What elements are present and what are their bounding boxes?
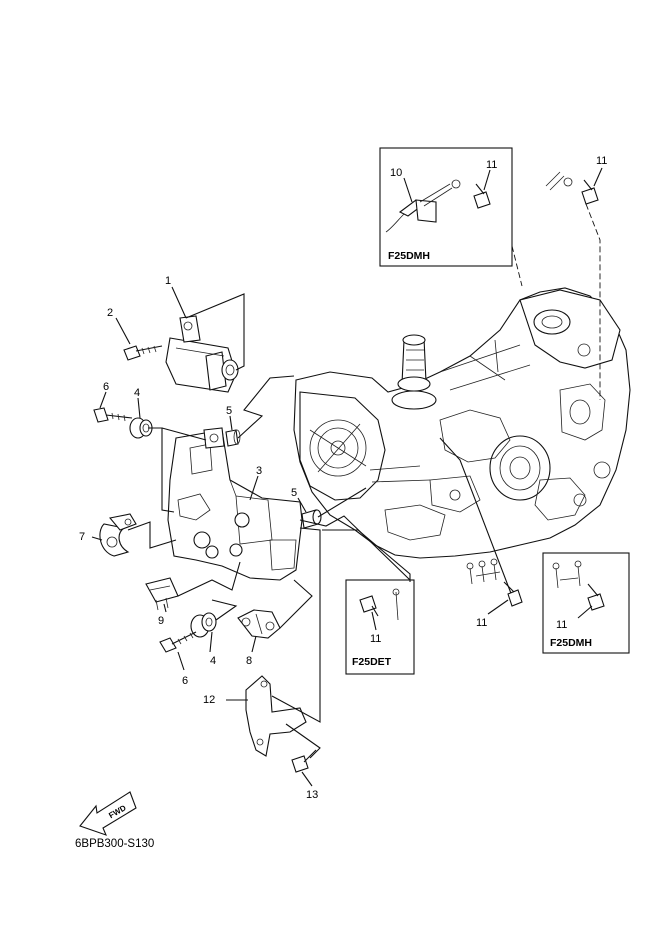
callout-6-upper: 6	[103, 381, 109, 393]
cable-clamp	[99, 513, 137, 557]
ignition-coil	[165, 315, 239, 393]
callout-6-lower: 6	[182, 675, 188, 687]
callout-4-lower: 4	[210, 655, 216, 667]
electrical-bracket	[167, 427, 303, 581]
cover-plate	[245, 675, 307, 757]
wire-top-right	[545, 167, 603, 205]
callout-8: 8	[246, 655, 252, 667]
inset-label-top: F25DMH	[388, 250, 430, 262]
plate-bolt	[291, 749, 317, 773]
coil-bolt	[123, 345, 163, 361]
callout-11-right-box: 11	[556, 619, 567, 631]
bolt-lower	[159, 631, 197, 653]
callout-10: 10	[390, 167, 402, 179]
inset-box-left	[345, 579, 415, 675]
fwd-arrow-icon: FWD	[79, 791, 137, 836]
grommet-upper	[129, 417, 153, 439]
drawing-code: 6BPB300-S130	[75, 838, 154, 850]
grommet-lower	[190, 612, 217, 638]
terminal-holder	[145, 577, 179, 611]
callout-12: 12	[203, 694, 215, 706]
callout-5-right: 5	[291, 487, 297, 499]
inset-label-right: F25DMH	[550, 637, 592, 649]
terminal-clip	[237, 609, 281, 639]
bolt-upper	[93, 407, 133, 423]
callout-1: 1	[165, 275, 171, 287]
callout-11-left-box: 11	[370, 633, 381, 645]
callout-11-middle: 11	[476, 617, 487, 629]
wire-terminals	[466, 558, 523, 607]
callout-4-upper: 4	[134, 387, 140, 399]
inset-box-right	[542, 552, 630, 654]
callout-7: 7	[79, 531, 85, 543]
collar-upper	[225, 429, 241, 447]
callout-11-top-right: 11	[596, 155, 607, 167]
collar-right	[301, 509, 322, 529]
callout-11-top-box: 11	[486, 159, 497, 171]
callout-2: 2	[107, 307, 113, 319]
engine-block	[293, 287, 631, 559]
callout-5-upper: 5	[226, 405, 232, 417]
callout-9: 9	[158, 615, 164, 627]
inset-box-top	[379, 147, 513, 267]
inset-label-left: F25DET	[352, 656, 392, 668]
callout-3: 3	[256, 465, 262, 477]
leader-lines	[91, 203, 601, 787]
callout-13: 13	[306, 789, 318, 801]
